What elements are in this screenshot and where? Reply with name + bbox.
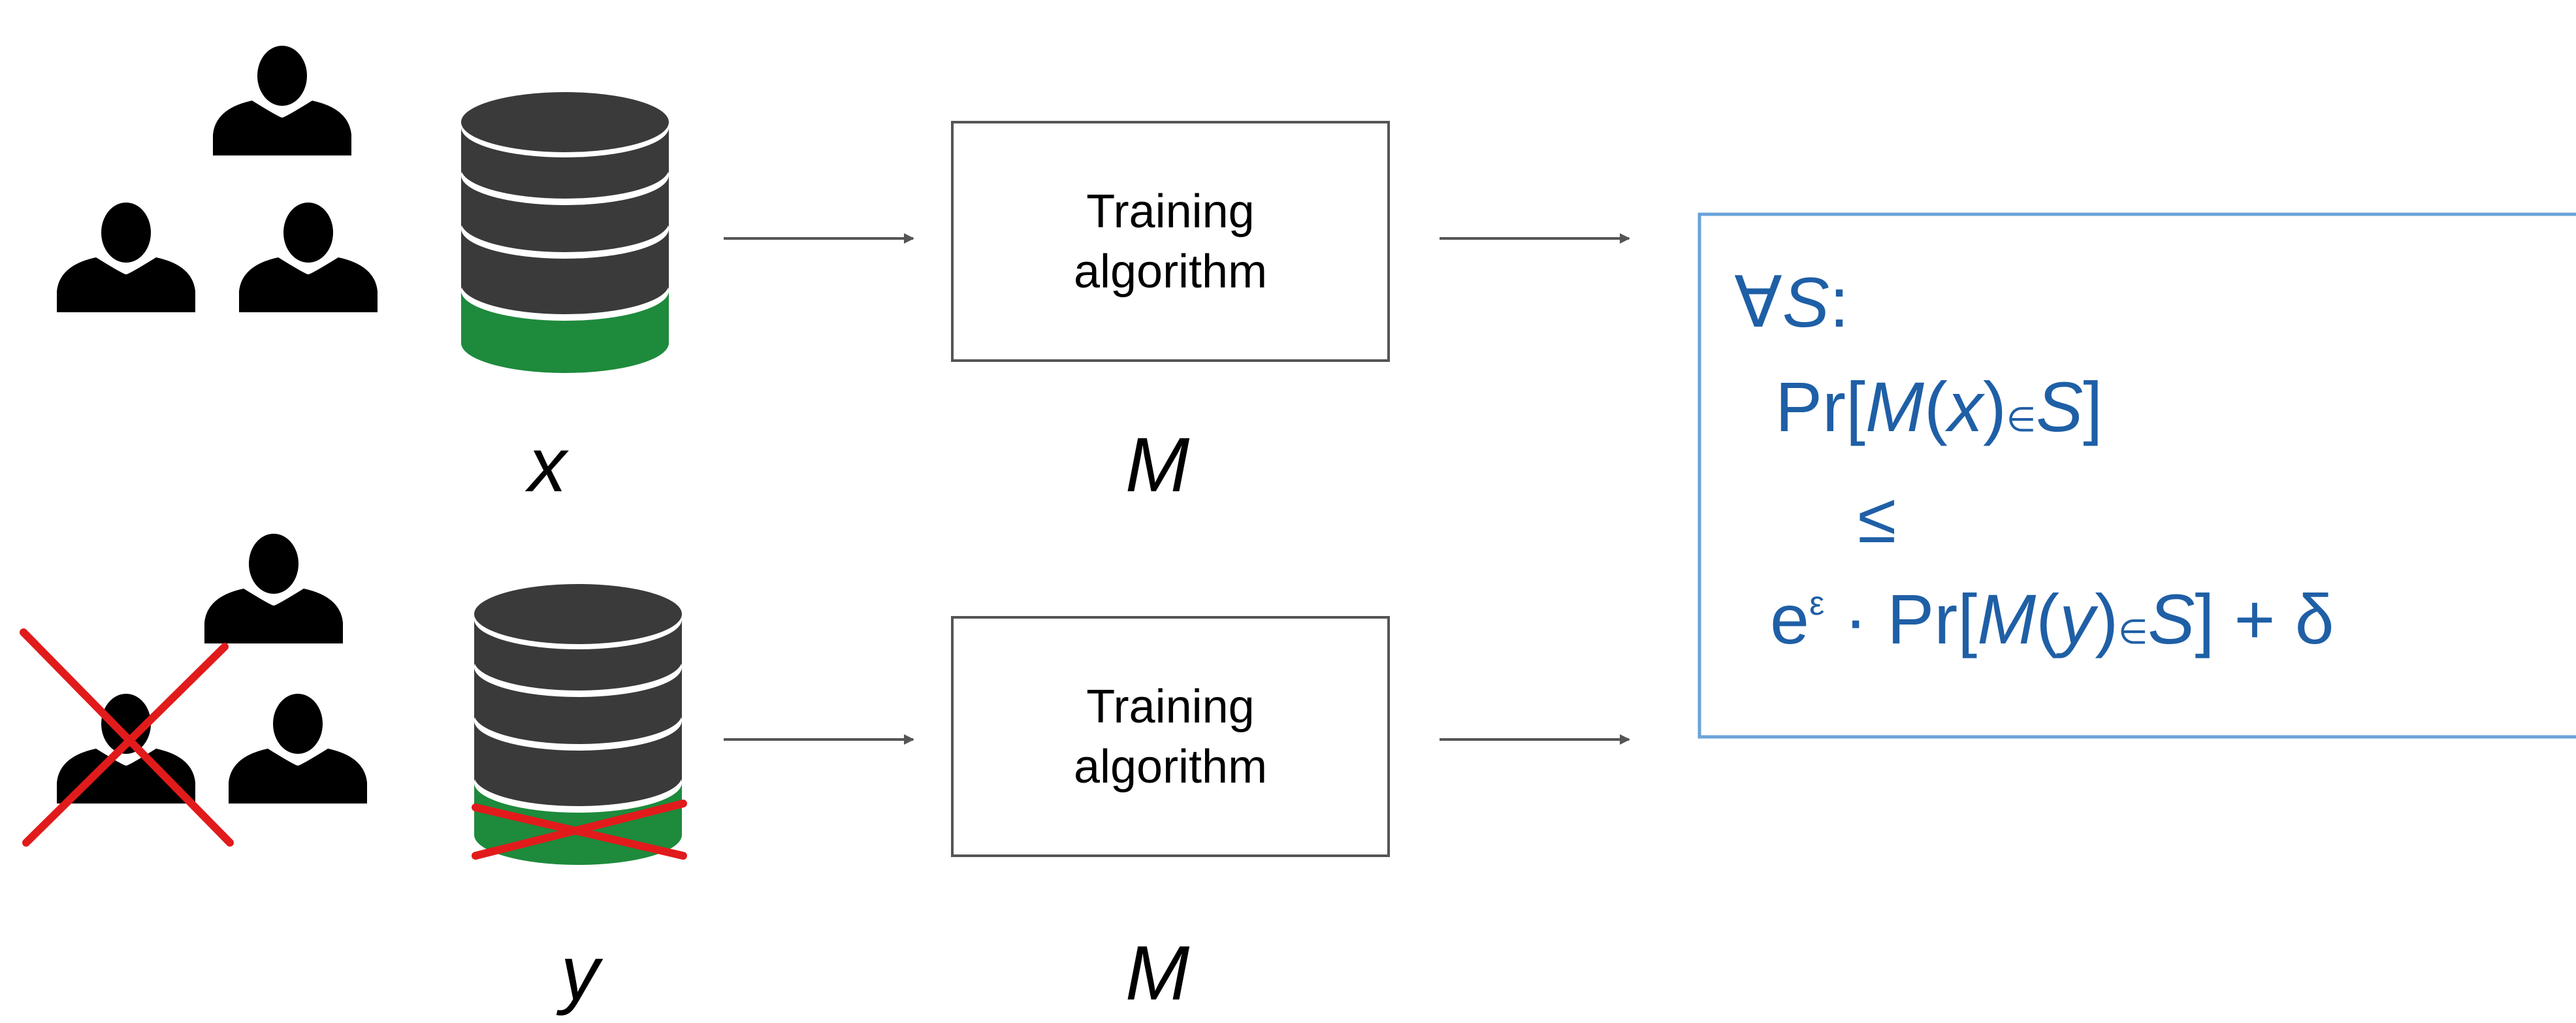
formula-line-bound: eε · Pr[M(y)∈S] + δ: [1770, 579, 2334, 658]
pr-open: Pr[: [1775, 367, 1865, 446]
database-icon-bottom: [474, 584, 682, 865]
mechanism-symbol: M: [1865, 367, 1924, 446]
paren-open: (: [1924, 367, 1948, 446]
mechanism-symbol: M: [1977, 579, 2036, 658]
bracket-close: ]: [2083, 367, 2102, 446]
person-icon: [57, 203, 195, 312]
removed-person-cross: [20, 628, 234, 847]
training-algorithm-box-top: Training algorithm: [951, 121, 1390, 362]
training-algorithm-box-bottom: Training algorithm: [951, 616, 1390, 857]
epsilon-symbol: ε: [1809, 585, 1824, 623]
element-of-symbol: ∈: [2006, 401, 2036, 439]
box-label-line2: algorithm: [1074, 741, 1267, 793]
formula-line-pr-x: Pr[M(x)∈S]: [1775, 367, 2102, 446]
mechanism-label-bottom: M: [1125, 930, 1190, 1016]
removed-record-cross: [472, 800, 687, 860]
y-symbol: y: [2055, 579, 2099, 658]
dataset-label-x: x: [525, 422, 570, 508]
mechanism-label-top: M: [1125, 422, 1190, 508]
dataset-label-y: y: [556, 930, 604, 1016]
forall-symbol: ∀: [1734, 263, 1782, 342]
paren-close: ): [2095, 579, 2118, 658]
colon-symbol: :: [1829, 263, 1849, 342]
set-symbol: S: [2036, 367, 2083, 446]
x-symbol: x: [1944, 367, 1986, 446]
paren-open: (: [2036, 579, 2059, 658]
set-symbol: S: [2148, 579, 2195, 658]
paren-close: ): [1983, 367, 2006, 446]
e-symbol: e: [1770, 579, 1809, 658]
people-group-top: [57, 46, 378, 312]
box-label-line2: algorithm: [1074, 246, 1267, 298]
dp-definition-box: ∀S: Pr[M(x)∈S] ≤ eε·Pr[M(y)∈S] + δ: [1698, 212, 2576, 739]
person-icon: [239, 203, 378, 312]
person-icon: [229, 694, 367, 804]
pr-open: Pr[: [1887, 579, 1977, 658]
element-of-symbol: ∈: [2118, 613, 2148, 651]
dot-symbol: ·: [1844, 579, 1867, 658]
database-icon-top: [461, 92, 669, 373]
box-label-line1: Training: [1086, 681, 1254, 733]
box-label-line1: Training: [1086, 186, 1254, 238]
formula-line-forall: ∀S:: [1734, 263, 1849, 342]
person-icon: [204, 534, 343, 643]
bracket-close-plus-delta: ] + δ: [2195, 579, 2334, 658]
formula-line-leq: ≤: [1858, 478, 1896, 557]
set-symbol: S: [1782, 263, 1829, 342]
person-icon: [213, 46, 351, 155]
